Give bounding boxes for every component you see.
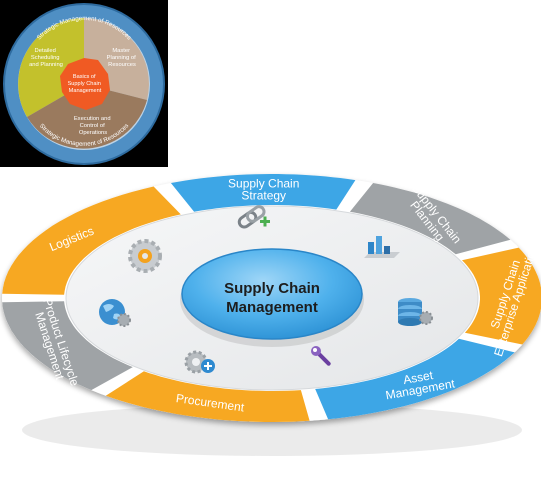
inset-diagram: Strategic Management of Resources Strate… [3,3,165,165]
gear-icon [128,239,162,273]
ring-segment-product-lifecycle [2,301,133,391]
inset-center-label: Basics of Supply Chain Management [68,74,103,94]
wrench-icon [311,346,331,366]
inset-outer-ring-edge [3,3,165,165]
ring-segment-asset [315,338,515,420]
ring-segment-enterprise [462,247,541,345]
inset-diagram-panel: Strategic Management of Resources Strate… [0,0,168,167]
inset-sector-left-label: Detailed Scheduling and Planning [29,48,63,68]
chain-link-icon [237,205,270,229]
ring-segment-planning [349,183,511,255]
bar-chart-icon [364,236,400,258]
gear-plus-icon [184,350,215,374]
center-title-line-2: Management [226,299,318,316]
inset-sector-right-label: Master Planning of Resources [107,48,138,68]
ring-segment-logistics [2,186,181,295]
center-title-line-1: Supply Chain [224,280,320,297]
ring-segment-strategy [170,174,356,212]
inset-sector-bottom-label: Execution and Control of Operations [74,116,112,136]
ring-segment-procurement [105,371,310,422]
inset-sector-bottom [27,84,147,149]
wheel-floor-shadow [22,404,522,456]
database-gear-icon [398,298,433,326]
inset-center-shape [60,58,110,110]
center-hub: Supply Chain Management [180,248,364,347]
globe-gear-icon [99,299,131,327]
